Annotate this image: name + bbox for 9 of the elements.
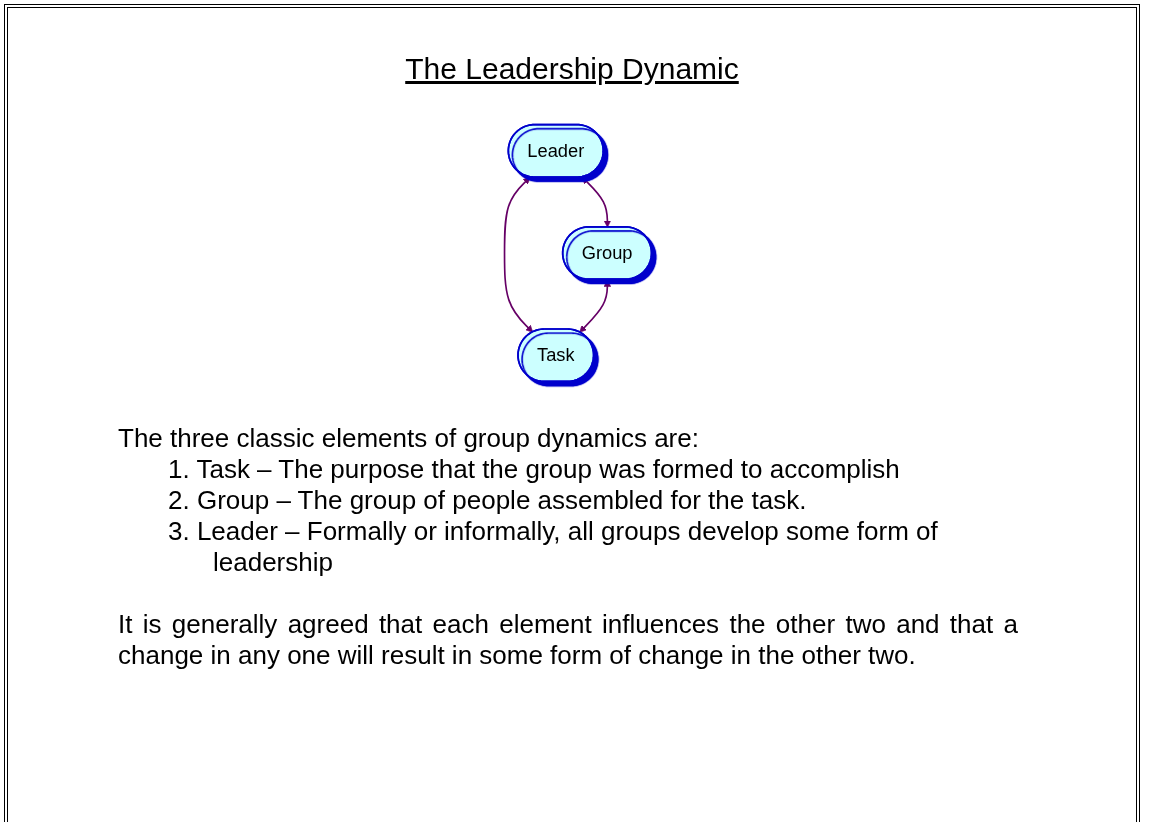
arrow xyxy=(503,176,534,333)
list-item: 2. Group – The group of people assembled for the task. xyxy=(167,485,808,516)
title: The Leadership Dynamic xyxy=(404,52,740,86)
list-item: 1. Task – The purpose that the group was formed to accomplish xyxy=(167,454,901,485)
arrow xyxy=(581,176,612,228)
paragraph: It is generally agreed that each element influences the other two and that a change in any one will result in some form of change in the other two. xyxy=(118,609,1018,671)
intro-text: The three classic elements of group dynamics are: xyxy=(118,423,700,454)
arrow xyxy=(579,279,612,333)
list-item: 3. Leader – Formally or informally, all groups develop some form of leadership xyxy=(167,516,939,578)
